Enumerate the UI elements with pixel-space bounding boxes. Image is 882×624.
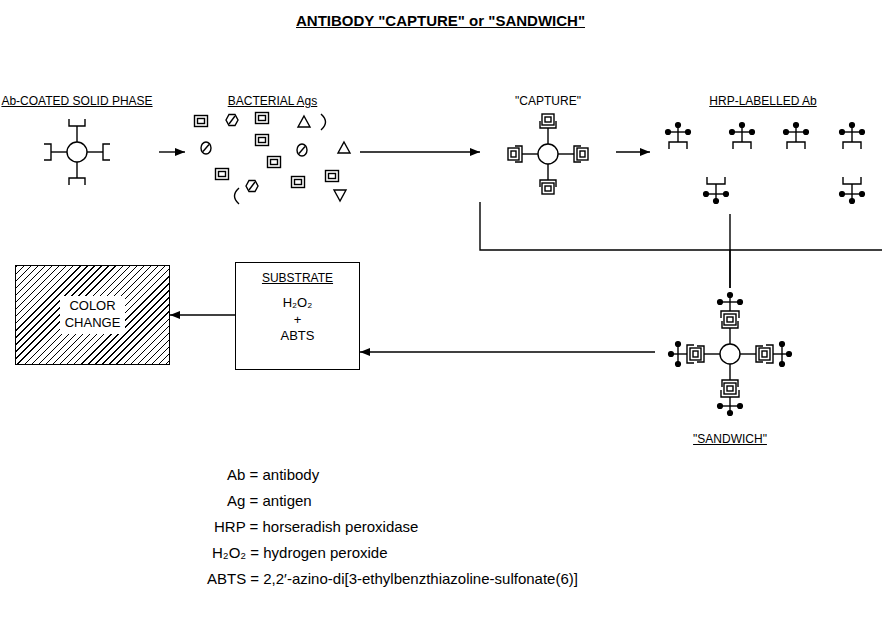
- definition-line: Ag = antigen: [227, 492, 312, 509]
- definition-line: ABTS = 2,2′-azino-di[3-ethylbenzthiazoli…: [207, 570, 578, 587]
- sandwich-bead: [718, 364, 743, 415]
- connector-arrow: [360, 151, 480, 152]
- node-body: H₂O₂ + ABTS: [281, 295, 315, 344]
- bacterial-antigens: [226, 115, 238, 126]
- capture-bead: [540, 164, 556, 194]
- definition-line: H₂O₂ = hydrogen peroxide: [212, 544, 388, 561]
- node-heading: BACTERIAL Ags: [228, 94, 318, 108]
- labelled-antibodies: [730, 123, 755, 149]
- node-heading: COLOR CHANGE: [60, 296, 126, 334]
- node-heading: Ab-COATED SOLID PHASE: [1, 94, 152, 108]
- capture-bead: [540, 114, 556, 144]
- capture-bead: [508, 114, 588, 194]
- node-heading: "CAPTURE": [515, 94, 581, 108]
- connector-arrow: [480, 202, 730, 288]
- solid-phase-bead: [87, 144, 110, 160]
- solid-phase-bead: [44, 144, 67, 160]
- sandwich-bead: [718, 293, 743, 344]
- bacterial-antigens: [334, 190, 346, 201]
- bacterial-antigens: [201, 142, 211, 154]
- solid-phase-figure: Ab-COATED SOLID PHASE: [0, 92, 159, 202]
- definition-line: HRP = horseradish peroxidase: [214, 518, 418, 535]
- labelled-antibody-group: HRP-LABELLED Ab: [650, 92, 876, 214]
- diagram-title: ANTIBODY "CAPTURE" or "SANDWICH": [296, 12, 585, 29]
- labelled-antibodies: [840, 177, 865, 203]
- labelled-antibodies: [666, 123, 691, 149]
- capture-bead: [538, 144, 558, 164]
- bacterial-antigens: [321, 114, 326, 130]
- bacterial-antigens: [338, 142, 350, 153]
- labelled-antibodies: [704, 177, 729, 203]
- substrate-box: SUBSTRATE H₂O₂ + ABTS: [235, 262, 360, 370]
- connector-arrow: [616, 151, 650, 152]
- capture-figure: "CAPTURE": [480, 92, 616, 202]
- bacterial-antigens: [256, 135, 269, 146]
- sandwich-bead: [740, 342, 791, 367]
- connector-arrow: [729, 214, 730, 288]
- bracket-line: [730, 249, 882, 250]
- capture-bead: [558, 146, 588, 162]
- bacterial-antigens: [195, 113, 351, 205]
- sandwich-figure: "SANDWICH": [655, 288, 805, 448]
- definition-line: Ab = antibody: [227, 466, 319, 483]
- bacterial-antigens: [268, 157, 281, 168]
- labelled-antibodies: [666, 123, 865, 204]
- sandwich-bead: [720, 344, 740, 364]
- bracket-line: [730, 249, 882, 250]
- node-heading: SUBSTRATE: [262, 271, 333, 285]
- bacterial-antigens: [292, 177, 305, 188]
- node-heading: HRP-LABELLED Ab: [709, 94, 816, 108]
- solid-phase-bead: [67, 142, 87, 162]
- bacterial-antigens: [298, 116, 310, 127]
- node-heading: "SANDWICH": [693, 432, 767, 446]
- bacterial-antigens: [297, 144, 307, 156]
- bacterial-antigens: [195, 116, 208, 127]
- antigen-group: BACTERIAL Ags: [185, 92, 360, 204]
- bacterial-antigens: [326, 171, 339, 182]
- bacterial-antigens: [246, 181, 258, 192]
- connector-arrow: [360, 351, 655, 352]
- connector-arrow: [170, 314, 235, 315]
- color-change-box: COLOR CHANGE: [15, 265, 170, 365]
- labelled-antibodies: [784, 123, 809, 149]
- bacterial-antigens: [216, 169, 229, 180]
- bacterial-antigens: [235, 188, 240, 204]
- solid-phase-bead: [44, 119, 110, 185]
- sandwich-bead: [669, 342, 720, 367]
- capture-bead: [508, 146, 538, 162]
- connector-arrow: [159, 151, 185, 152]
- sandwich-bead: [669, 293, 792, 416]
- solid-phase-bead: [69, 119, 85, 142]
- bacterial-antigens: [256, 113, 269, 124]
- solid-phase-bead: [69, 162, 85, 185]
- labelled-antibodies: [840, 123, 865, 149]
